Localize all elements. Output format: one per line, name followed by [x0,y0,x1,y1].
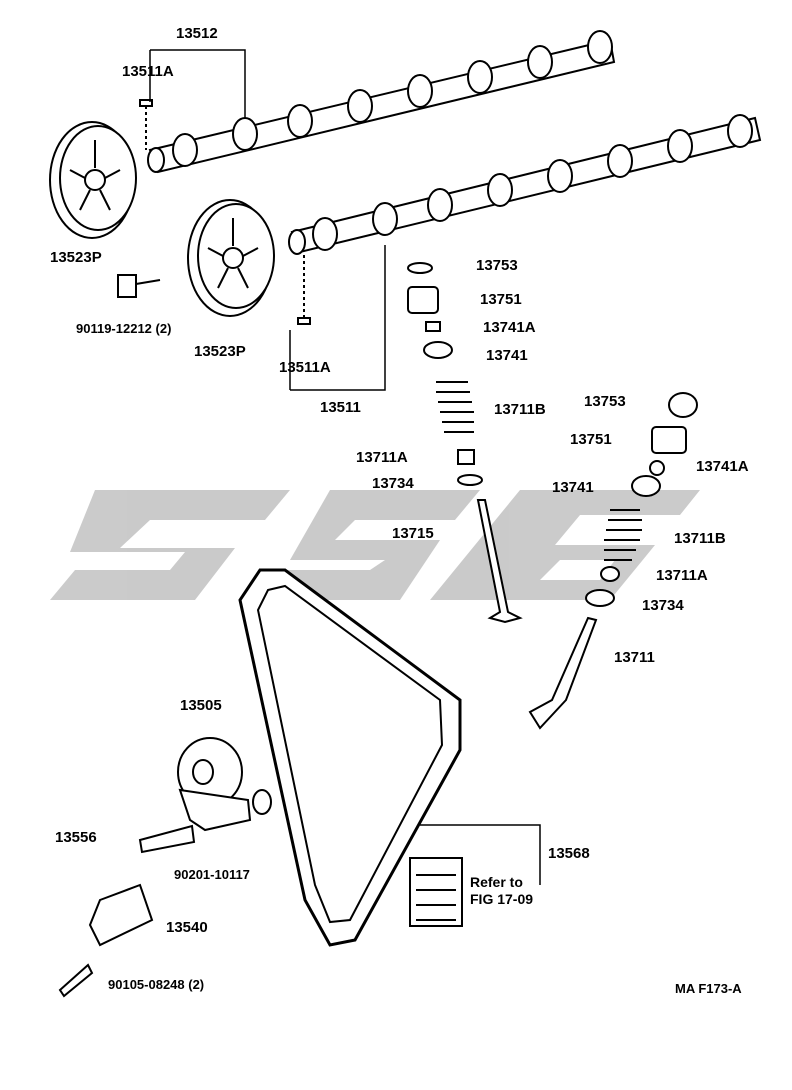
part-13711B-a-label: 13711B [494,401,546,418]
part-13751-a-label: 13751 [480,291,522,308]
part-13734-a-label: 13734 [372,475,414,492]
part-13511A-bottom-label: 13511A [279,359,331,376]
part-13540-label: 13540 [166,919,208,936]
watermark-logo [50,490,700,600]
part-13711B-b-label: 13711B [674,530,726,547]
part-13711A-b-label: 13711A [656,567,708,584]
camshaft-pulley-right [187,199,275,317]
tensioner-pushrod [88,883,154,947]
part-13511-label: 13511 [320,399,361,416]
camshaft-pulley-left [49,121,137,239]
part-13734-b-label: 13734 [642,597,684,614]
valve-assembly-b [528,392,698,730]
bolt-90105 [58,963,94,998]
part-13753-a-label: 13753 [476,257,518,274]
upper-camshaft [147,30,616,174]
bolt-90119 [117,274,161,298]
part-13568-label: 13568 [548,845,590,862]
part-13505-label: 13505 [180,697,222,714]
lower-camshaft [288,114,762,255]
figure-code: MA F173-A [675,981,742,996]
part-13512-label: 13512 [176,25,218,42]
part-13753-b-label: 13753 [584,393,626,410]
part-13523P-right-label: 13523P [194,343,246,360]
reference-text-line2: FIG 17-09 [470,891,534,907]
tensioner-bolt [138,824,196,854]
part-13511A-top-label: 13511A [122,63,174,80]
part-13741A-a-label: 13741A [483,319,536,336]
part-13711A-a-label: 13711A [356,449,408,466]
timing-belt-tensioner [177,737,272,832]
part-13556-label: 13556 [55,829,97,846]
dowel-pin-bottom [297,317,311,325]
reference-text-line1: Refer to [470,874,523,890]
part-90105-label: 90105-08248 (2) [108,977,205,992]
part-13741-b-label: 13741 [552,479,594,496]
part-13523P-left-label: 13523P [50,249,102,266]
valve-assembly-a [407,262,523,624]
part-13711-label: 13711 [614,649,655,666]
part-13741A-b-label: 13741A [696,458,749,475]
part-90201-label: 90201-10117 [174,867,250,882]
part-90119-label: 90119-12212 (2) [76,321,172,336]
reference-icon [409,857,463,927]
part-13715-label: 13715 [392,525,434,542]
part-13741-a-label: 13741 [486,347,528,364]
part-13751-b-label: 13751 [570,431,612,448]
